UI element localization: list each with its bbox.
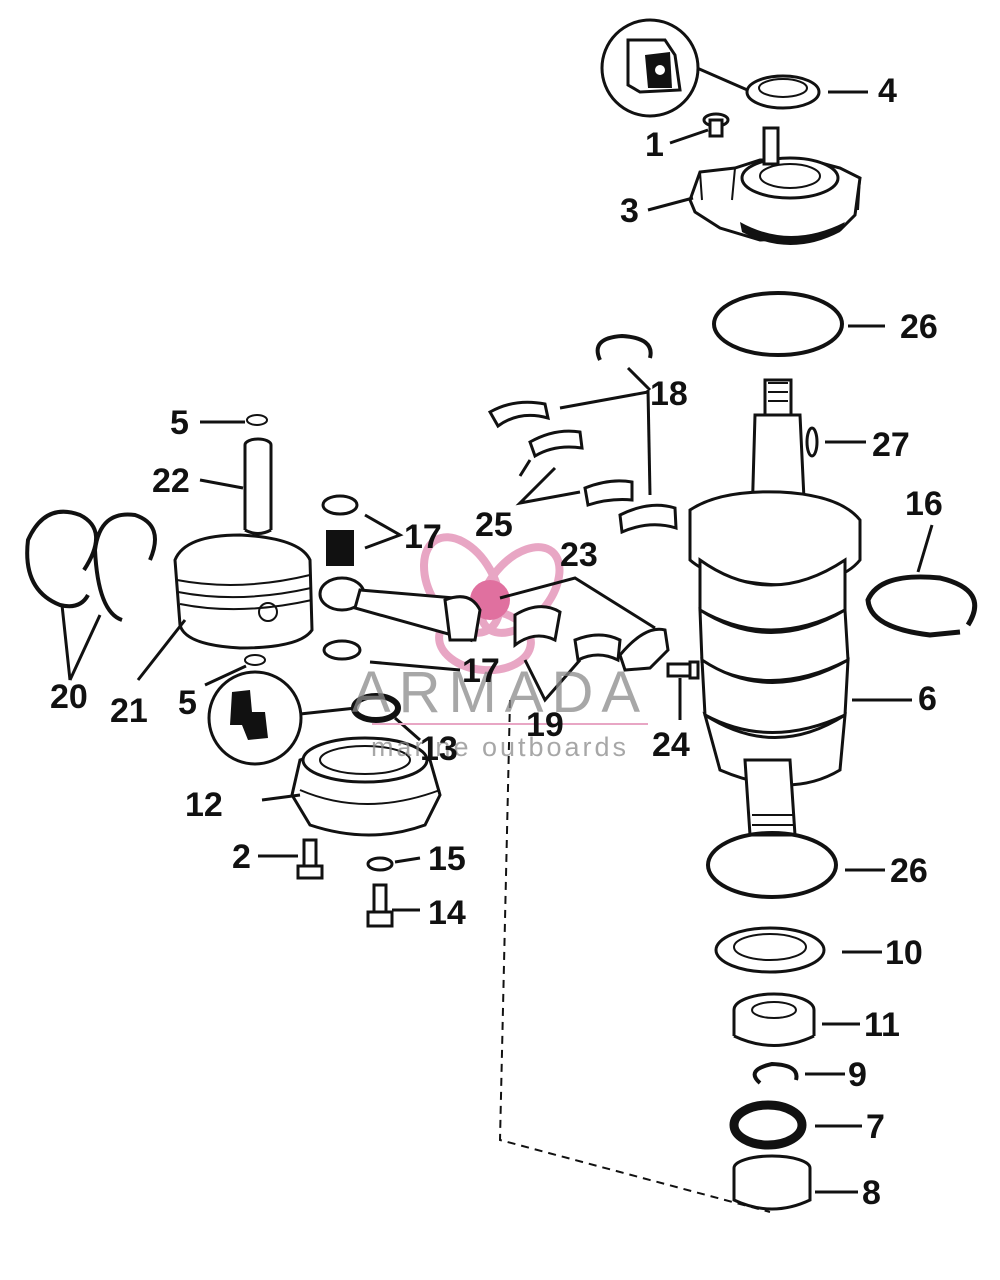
leader-line bbox=[394, 716, 421, 742]
needle-bearing-part bbox=[573, 633, 622, 663]
oil-seal-part bbox=[729, 1100, 807, 1150]
part-label-5-top: 5 bbox=[170, 404, 189, 442]
leader-line bbox=[299, 706, 357, 716]
bearing-race-part bbox=[618, 503, 678, 535]
crankshaft-part bbox=[688, 378, 862, 837]
part-label-26-top: 26 bbox=[900, 308, 938, 346]
leader-line bbox=[60, 604, 102, 681]
retaining-ring-part bbox=[865, 574, 978, 638]
leader-line bbox=[626, 366, 652, 392]
wrist-pin-clip-part bbox=[246, 414, 268, 426]
piston-part bbox=[173, 533, 314, 650]
seal-detail-icon bbox=[600, 18, 700, 118]
rod-cap-screw-part bbox=[666, 660, 700, 680]
watermark-title: ARMADA bbox=[352, 660, 648, 725]
leader-line bbox=[364, 513, 404, 550]
lower-bearing-housing-part bbox=[290, 736, 442, 837]
piston-ring-part bbox=[92, 512, 157, 622]
seal-part bbox=[351, 693, 401, 723]
bearing-sleeve-part bbox=[732, 1154, 812, 1211]
bearing-plate-part bbox=[714, 926, 826, 974]
wrist-pin-bearing-part bbox=[321, 494, 359, 566]
connecting-rod-part bbox=[318, 576, 482, 643]
leader-line bbox=[199, 478, 244, 490]
part-label-26-bottom: 26 bbox=[890, 852, 928, 890]
wrist-pin-part bbox=[243, 437, 273, 535]
watermark-subtitle: marine outboards bbox=[371, 732, 629, 762]
part-label-11: 11 bbox=[864, 1006, 900, 1044]
part-label-2: 2 bbox=[232, 838, 251, 876]
leader-line bbox=[515, 459, 581, 506]
part-label-21: 21 bbox=[110, 692, 148, 730]
needle-bearing-part bbox=[528, 429, 584, 459]
part-label-19: 19 bbox=[526, 706, 564, 744]
screw-part bbox=[296, 838, 324, 880]
thrust-washer-part bbox=[322, 639, 362, 661]
leader-line bbox=[136, 619, 187, 681]
leader-line bbox=[369, 660, 461, 672]
ball-bearing-part bbox=[732, 992, 816, 1047]
leader-line bbox=[669, 128, 709, 145]
part-label-15: 15 bbox=[428, 840, 466, 878]
part-label-9: 9 bbox=[848, 1056, 867, 1094]
seal-ring-part bbox=[745, 74, 821, 110]
part-label-17-bottom: 17 bbox=[462, 652, 500, 690]
snap-ring-part bbox=[752, 1061, 799, 1085]
seal-lip-detail-icon bbox=[207, 670, 303, 766]
part-label-25: 25 bbox=[475, 506, 513, 544]
needle-bearing-part bbox=[513, 605, 562, 648]
o-ring-part bbox=[706, 831, 838, 899]
part-label-18: 18 bbox=[650, 375, 688, 413]
part-label-8: 8 bbox=[862, 1174, 881, 1212]
part-label-3: 3 bbox=[620, 192, 639, 230]
leader-line bbox=[261, 793, 301, 802]
part-label-10: 10 bbox=[885, 934, 923, 972]
part-label-17-top: 17 bbox=[404, 518, 442, 556]
part-label-1: 1 bbox=[645, 126, 664, 164]
part-label-6: 6 bbox=[918, 680, 937, 718]
screw-part bbox=[702, 112, 730, 138]
part-label-20: 20 bbox=[50, 678, 88, 716]
part-label-13: 13 bbox=[420, 730, 458, 768]
bearing-race-part bbox=[487, 400, 550, 429]
part-label-12: 12 bbox=[185, 786, 223, 824]
washer-part bbox=[366, 856, 394, 872]
part-label-22: 22 bbox=[152, 462, 190, 500]
assembly-dashed-line bbox=[498, 699, 771, 1213]
retainer-ring-part bbox=[595, 333, 653, 361]
part-label-27: 27 bbox=[872, 426, 910, 464]
rod-cap-part bbox=[618, 627, 670, 672]
leader-line bbox=[559, 390, 649, 410]
leader-line bbox=[499, 576, 656, 630]
leader-line bbox=[394, 856, 421, 864]
leader-line bbox=[647, 196, 694, 212]
part-label-4: 4 bbox=[878, 72, 897, 110]
woodruff-key-part bbox=[805, 426, 819, 458]
needle-bearing-part bbox=[583, 479, 634, 507]
screw-part bbox=[366, 883, 394, 928]
leader-line bbox=[204, 664, 247, 687]
upper-bearing-housing-part bbox=[688, 126, 862, 245]
leader-line bbox=[696, 66, 753, 94]
piston-ring-part bbox=[25, 509, 99, 609]
part-label-24: 24 bbox=[652, 726, 690, 764]
wrist-pin-clip-part bbox=[244, 654, 266, 666]
leader-line bbox=[523, 659, 582, 703]
part-label-5-bottom: 5 bbox=[178, 684, 197, 722]
leader-line bbox=[646, 389, 652, 496]
part-label-7: 7 bbox=[866, 1108, 885, 1146]
part-label-14: 14 bbox=[428, 894, 466, 932]
o-ring-part bbox=[712, 291, 844, 357]
part-label-16: 16 bbox=[905, 485, 943, 523]
part-label-23: 23 bbox=[560, 536, 598, 574]
leader-line bbox=[916, 524, 934, 573]
